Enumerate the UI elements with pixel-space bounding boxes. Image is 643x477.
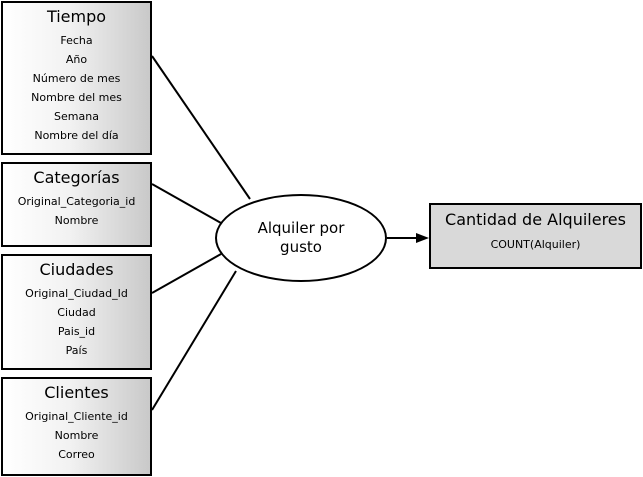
- dimension-attribute: Fecha: [60, 34, 93, 47]
- dimension-attribute: Nombre del día: [34, 129, 119, 142]
- dimension-attribute: Correo: [58, 448, 95, 461]
- dimension-attribute: Original_Cliente_id: [25, 410, 128, 423]
- fact-node: Alquiler por gusto: [215, 194, 387, 282]
- measure-box: Cantidad de Alquileres COUNT(Alquiler): [429, 203, 642, 269]
- dimension-tiempo: Tiempo Fecha Año Número de mes Nombre de…: [1, 1, 152, 155]
- dimension-attribute: Original_Categoria_id: [17, 195, 136, 208]
- dimension-attribute: Año: [65, 53, 88, 66]
- dimension-attribute: Semana: [54, 110, 99, 123]
- dimension-attribute: Número de mes: [32, 72, 121, 85]
- arrowhead: [416, 233, 429, 243]
- dimension-title: Categorías: [33, 168, 120, 187]
- connector-ciudades: [151, 253, 222, 294]
- connector-categorias: [151, 183, 222, 224]
- dimension-attribute: Nombre: [54, 429, 99, 442]
- connector-clientes: [151, 270, 237, 411]
- connector-tiempo: [151, 55, 251, 200]
- dimension-attribute: País: [65, 344, 88, 357]
- measure-title: Cantidad de Alquileres: [445, 210, 626, 229]
- dimension-clientes: Clientes Original_Cliente_id Nombre Corr…: [1, 377, 152, 476]
- measure-expression: COUNT(Alquiler): [490, 238, 581, 251]
- dimension-title: Ciudades: [39, 260, 114, 279]
- dimension-attribute: Ciudad: [57, 306, 96, 319]
- dimension-attribute: Original_Ciudad_Id: [25, 287, 128, 300]
- dimension-categorias: Categorías Original_Categoria_id Nombre: [1, 162, 152, 247]
- dimension-attribute: Nombre del mes: [31, 91, 122, 104]
- dimension-title: Clientes: [44, 383, 109, 402]
- dimension-title: Tiempo: [46, 7, 107, 26]
- dimension-ciudades: Ciudades Original_Ciudad_Id Ciudad Pais_…: [1, 254, 152, 370]
- dimension-attribute: Nombre: [54, 214, 99, 227]
- dimension-attribute: Pais_id: [57, 325, 96, 338]
- fact-label: Alquiler por gusto: [257, 219, 345, 256]
